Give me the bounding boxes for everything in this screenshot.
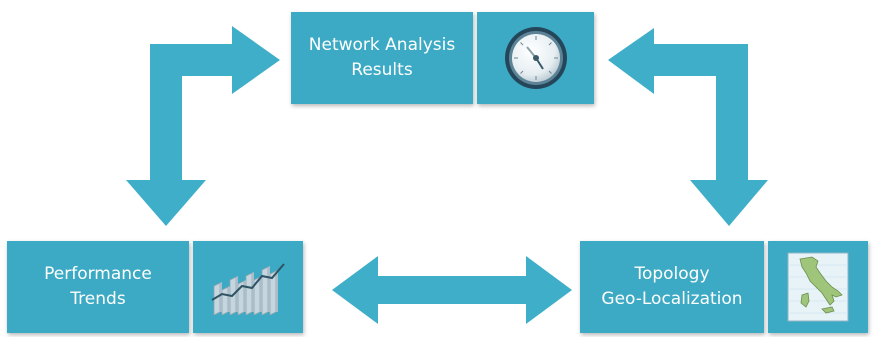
node-performance-trends-label: Performance Trends — [7, 241, 189, 333]
node-topology-line2: Geo-Localization — [601, 289, 743, 309]
node-performance-trends-icon-tile — [193, 241, 303, 333]
node-network-analysis-icon-tile — [477, 12, 594, 104]
connector-bottom-double — [332, 256, 572, 324]
connector-right-head-left — [608, 28, 748, 94]
connector-left-head-down — [126, 180, 206, 226]
node-performance-trends-line1: Performance — [44, 264, 152, 284]
node-network-analysis: Network Analysis Results — [291, 12, 594, 104]
connector-left-head-right — [150, 26, 280, 94]
bar-chart-icon — [211, 263, 285, 316]
node-topology: Topology Geo-Localization — [580, 241, 868, 333]
node-topology-label: Topology Geo-Localization — [580, 241, 764, 333]
gauge-icon — [504, 27, 567, 89]
node-network-analysis-label: Network Analysis Results — [291, 12, 473, 104]
italy-map-icon — [787, 252, 849, 322]
node-topology-line1: Topology — [634, 264, 710, 284]
node-network-analysis-line1: Network Analysis — [308, 35, 456, 55]
node-topology-icon-tile — [768, 241, 868, 333]
connector-right-vertical — [716, 44, 748, 184]
connector-left-vertical — [150, 44, 182, 182]
node-performance-trends-line2: Trends — [70, 289, 126, 309]
node-network-analysis-line2: Results — [351, 60, 413, 80]
node-performance-trends: Performance Trends — [7, 241, 303, 333]
connector-right-head-down — [690, 180, 768, 226]
